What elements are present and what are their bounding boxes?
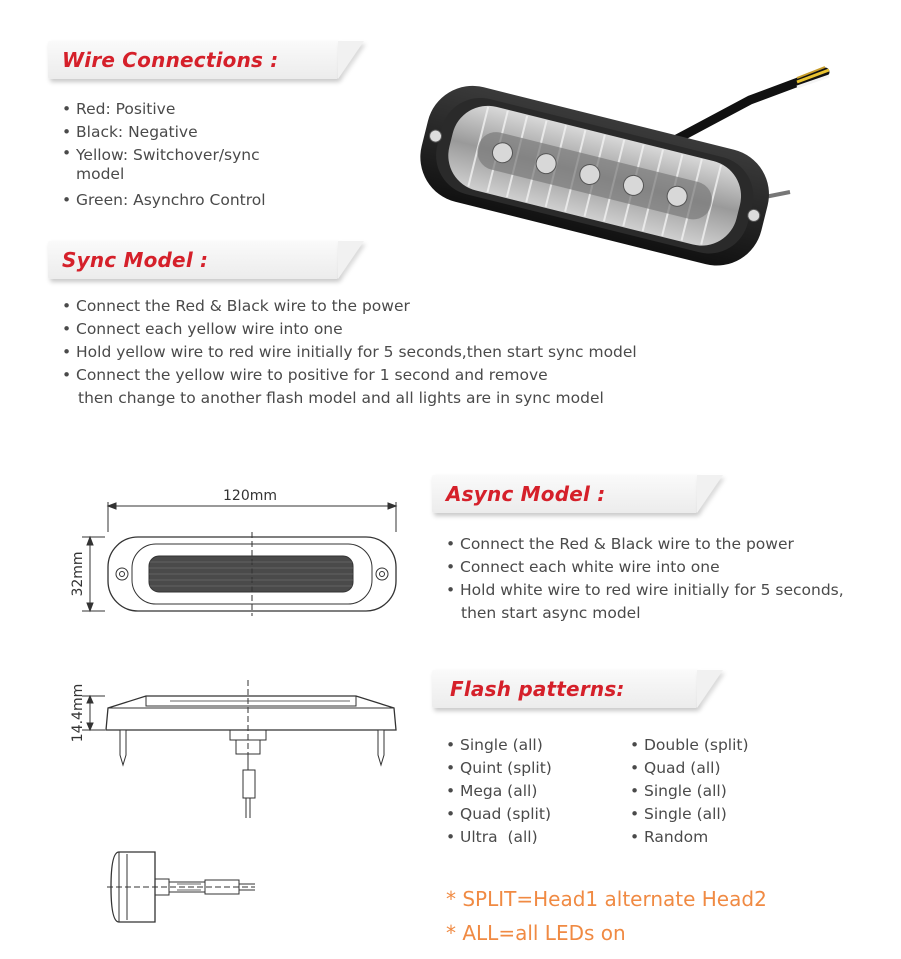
list-item: Connect the yellow wire to positive for … xyxy=(62,364,637,387)
list-item: Random xyxy=(630,826,749,849)
top-view-drawing xyxy=(107,851,255,923)
list-item: Double (split) xyxy=(630,734,749,757)
flash-patterns-right-list: Double (split) Quad (all) Single (all) S… xyxy=(630,734,749,849)
depth-dimension-label: 14.4mm xyxy=(70,684,86,742)
all-note: * ALL=all LEDs on xyxy=(446,921,626,945)
front-dimension-drawing: 120mm 32mm xyxy=(70,488,398,616)
product-image xyxy=(420,66,830,266)
list-item: Single (all) xyxy=(630,780,749,803)
list-item: Single (all) xyxy=(446,734,552,757)
sync-model-heading: Sync Model : xyxy=(62,248,209,272)
list-item: Green: Asynchro Control xyxy=(62,189,266,212)
wire-connections-heading: Wire Connections : xyxy=(62,48,279,72)
list-item: Yellow: Switchover/sync xyxy=(62,144,266,165)
flash-patterns-left-list: Single (all) Quint (split) Mega (all) Qu… xyxy=(446,734,552,849)
list-item: Quad (all) xyxy=(630,757,749,780)
flash-patterns-tab: Flash patterns: xyxy=(432,670,697,708)
list-item-continuation: model xyxy=(76,165,125,183)
async-model-list: Connect the Red & Black wire to the powe… xyxy=(446,533,844,625)
height-dimension-label: 32mm xyxy=(70,551,86,596)
list-item: Mega (all) xyxy=(446,780,552,803)
sync-model-tab: Sync Model : xyxy=(48,241,338,279)
width-dimension-label: 120mm xyxy=(223,488,277,504)
list-item: Connect the Red & Black wire to the powe… xyxy=(446,533,844,556)
sync-model-list: Connect the Red & Black wire to the powe… xyxy=(62,295,637,410)
list-item: Red: Positive xyxy=(62,98,266,121)
list-item: Hold yellow wire to red wire initially f… xyxy=(62,341,637,364)
list-item: Hold white wire to red wire initially fo… xyxy=(446,579,844,602)
list-item: Quint (split) xyxy=(446,757,552,780)
list-item: Connect each white wire into one xyxy=(446,556,844,579)
list-item-continuation: then start async model xyxy=(461,604,641,622)
wire-connections-list: Red: Positive Black: Negative Yellow: Sw… xyxy=(62,98,266,212)
async-model-tab: Async Model : xyxy=(432,475,697,513)
list-item: Black: Negative xyxy=(62,121,266,144)
list-item: Quad (split) xyxy=(446,803,552,826)
list-item: Ultra (all) xyxy=(446,826,552,849)
list-item: Connect the Red & Black wire to the powe… xyxy=(62,295,637,318)
async-model-heading: Async Model : xyxy=(446,482,606,506)
flash-patterns-heading: Flash patterns: xyxy=(450,677,625,701)
wire-connections-tab: Wire Connections : xyxy=(48,41,338,79)
split-note: * SPLIT=Head1 alternate Head2 xyxy=(446,887,767,911)
side-dimension-drawing: 14.4mm xyxy=(70,680,397,818)
list-item: Single (all) xyxy=(630,803,749,826)
list-item: Connect each yellow wire into one xyxy=(62,318,637,341)
list-item-continuation: then change to another flash model and a… xyxy=(78,389,604,407)
